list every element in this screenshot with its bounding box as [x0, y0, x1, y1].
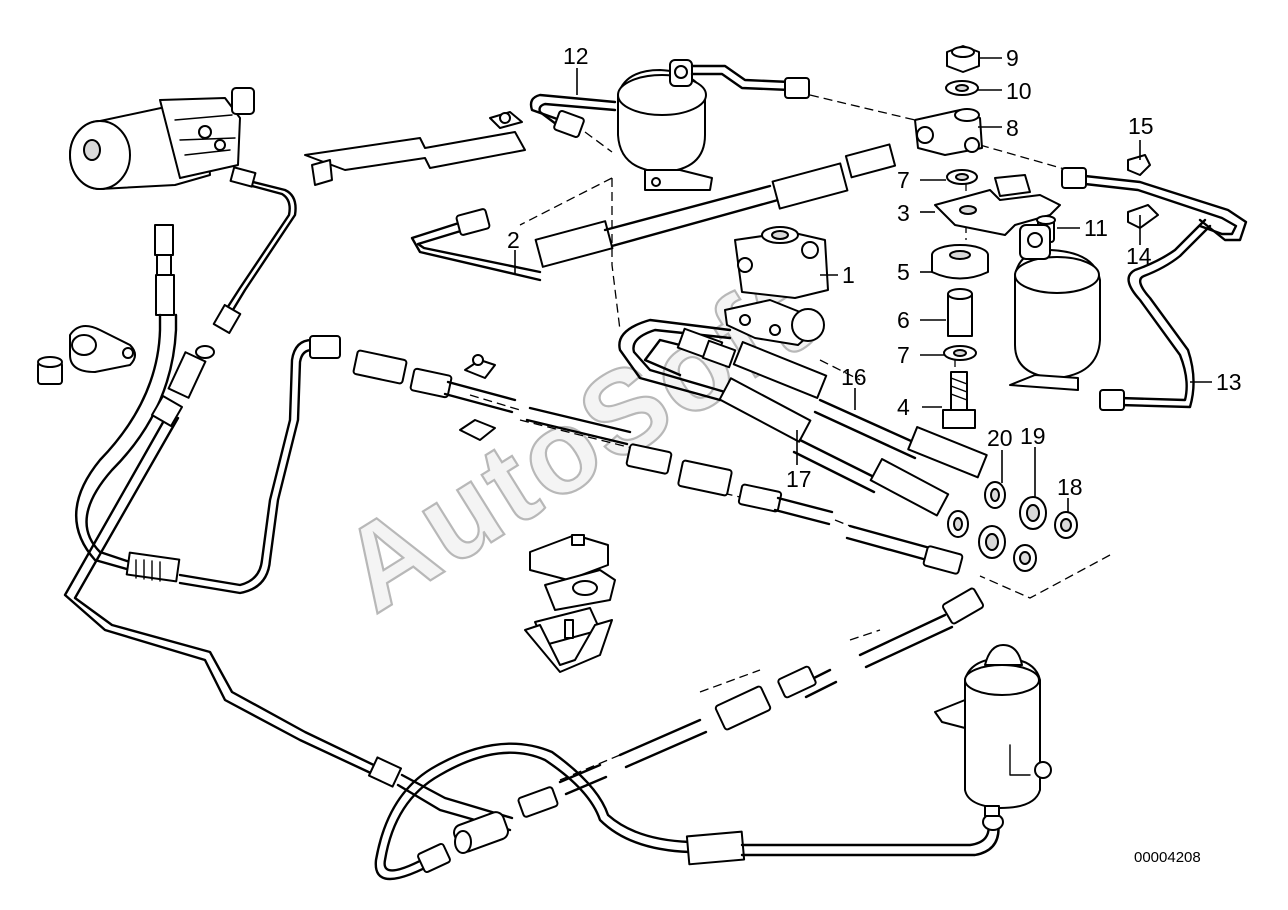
- mounting-bracket: [304, 111, 526, 186]
- seal-18-a: [1054, 511, 1078, 539]
- fluid-reservoir: [934, 644, 1052, 817]
- accumulator-top: [529, 59, 810, 191]
- callout-3: 3: [897, 200, 910, 226]
- feed-line-upper: [410, 143, 897, 282]
- callout-7-upper: 7: [897, 167, 910, 193]
- union-nut-left: [167, 345, 215, 399]
- washer-7-upper: [946, 169, 978, 185]
- callout-2: 2: [507, 227, 520, 253]
- seal-19-b: [978, 525, 1006, 559]
- hose-clip-left: [37, 325, 136, 385]
- seal-20-a: [984, 481, 1006, 509]
- left-supply-hose: [74, 224, 181, 583]
- callout-11: 11: [1084, 215, 1108, 241]
- hose-17: [718, 377, 950, 517]
- middle-pipe: [352, 349, 964, 575]
- callout-8: 8: [1006, 115, 1019, 141]
- hose-16: [732, 341, 988, 479]
- clip-small-b: [459, 419, 496, 441]
- callout-15: 15: [1128, 113, 1154, 139]
- bent-pipes-middle: [618, 318, 737, 402]
- clip-small-a: [464, 354, 496, 379]
- callout-16: 16: [841, 364, 867, 390]
- callout-19: 19: [1020, 423, 1046, 449]
- callout-5: 5: [897, 259, 910, 285]
- callout-6: 6: [897, 307, 910, 333]
- nut-9: [946, 45, 980, 73]
- hose-clip-assembly: [524, 534, 616, 673]
- bottom-loop-pipe: [374, 742, 1004, 881]
- callout-7-lower: 7: [897, 342, 910, 368]
- distributor-valve: [724, 226, 829, 346]
- callout-13: 13: [1216, 369, 1242, 395]
- pump-assembly: [69, 87, 255, 190]
- clip-15: [1127, 154, 1151, 176]
- callout-9: 9: [1006, 45, 1019, 71]
- callout-17: 17: [786, 466, 812, 492]
- leader-lines: [514, 57, 1212, 512]
- diagram-reference-number: 00004208: [1134, 849, 1201, 866]
- seal-19-a: [1019, 496, 1047, 530]
- seal-20-b: [947, 510, 969, 538]
- left-return-line: [63, 394, 403, 788]
- bolt-4: [942, 371, 976, 429]
- pump-pressure-line: [212, 166, 297, 335]
- pressure-line-upper-right: [1061, 167, 1248, 242]
- washer-10: [945, 80, 979, 96]
- callout-18: 18: [1057, 474, 1083, 500]
- callout-4: 4: [897, 394, 910, 420]
- rubber-mount-5: [931, 244, 989, 280]
- bracket-3: [934, 174, 1061, 236]
- washer-7-lower: [943, 345, 977, 361]
- lower-return-pipe: [517, 587, 984, 818]
- sleeve-6: [947, 288, 973, 337]
- callout-labels: 1 2 3 4 5 6 7 7 8 9 10 11 12 13 14 15 16…: [507, 43, 1242, 500]
- callout-10: 10: [1006, 78, 1032, 104]
- callout-14: 14: [1126, 243, 1152, 269]
- tee-fitting-8: [914, 108, 983, 156]
- callout-20: 20: [987, 425, 1013, 451]
- accumulator-right: [1009, 224, 1101, 391]
- crossover-pipe: [178, 335, 341, 595]
- clip-14: [1127, 204, 1159, 229]
- callout-12: 12: [563, 43, 589, 69]
- callout-1: 1: [842, 262, 855, 288]
- seal-18-b: [1013, 544, 1037, 572]
